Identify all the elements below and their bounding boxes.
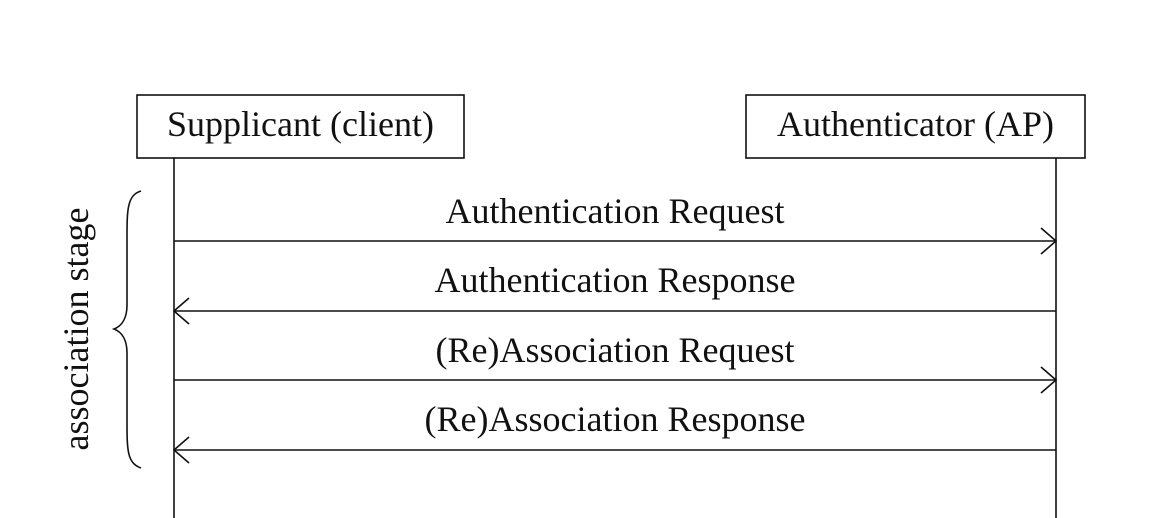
participant-ap-label: Authenticator (AP) <box>777 104 1054 144</box>
stage-brace <box>111 190 142 469</box>
message-2-label: Authentication Response <box>435 260 796 300</box>
message-4-arrowhead <box>172 436 190 464</box>
message-3: (Re)Association Request <box>174 330 1058 394</box>
message-2-arrowhead <box>172 297 190 325</box>
message-1: Authentication Request <box>174 191 1058 255</box>
message-3-arrowhead <box>1040 366 1058 394</box>
stage-label: association stage <box>56 208 96 451</box>
message-4-label: (Re)Association Response <box>425 399 806 439</box>
message-4: (Re)Association Response <box>172 399 1056 464</box>
participant-client: Supplicant (client) <box>136 94 465 159</box>
message-3-label: (Re)Association Request <box>436 330 795 370</box>
participant-client-box <box>136 94 465 159</box>
participant-client-label: Supplicant (client) <box>167 104 434 144</box>
message-1-label: Authentication Request <box>446 191 785 231</box>
message-2: Authentication Response <box>172 260 1056 325</box>
participant-ap-box <box>745 94 1086 159</box>
message-1-arrowhead <box>1040 227 1058 255</box>
participant-ap: Authenticator (AP) <box>745 94 1086 159</box>
